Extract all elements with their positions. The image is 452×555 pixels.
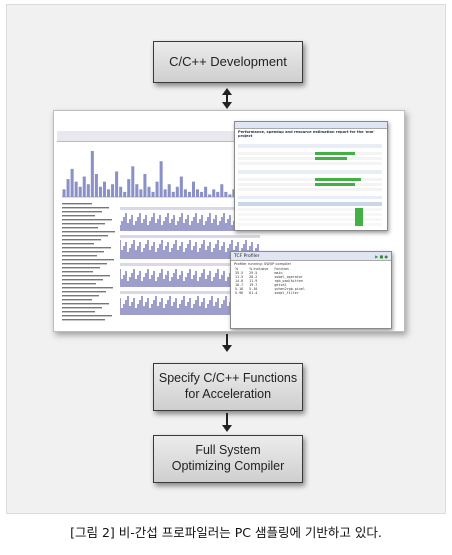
profiler-col-function: Function [274,267,289,271]
profiler-title: TCF Profiler [234,253,260,259]
histogram-bar [183,189,187,197]
flow-box-compiler: Full System Optimizing Compiler [153,435,303,483]
histogram-bar [171,191,175,197]
histogram-bar [111,184,115,197]
table-row: 5.96 61.4 sobel_filter [232,291,308,295]
histogram-bar [155,181,159,197]
row-inclusive: 29.5 [249,271,258,275]
flow-box-specify-line1: Specify C/C++ Functions [158,371,298,386]
table-row: 14.8 11.9 rgb_pad/kitten [232,279,308,283]
report-bars [238,144,382,227]
histogram-bar [228,194,232,197]
flow-box-specify-line2: for Acceleration [184,387,272,401]
profiler-window: TCF Profiler ▶ ■ ● Profiler running: SW/… [230,251,392,329]
row-pct: 10.7 [235,283,244,287]
profiler-table: % % Inclusive Function 35.5 29.5 main 11… [232,267,308,295]
table-row: 11.5 28.2 sobel_operator [232,275,308,279]
histogram-bar [135,184,139,197]
histogram-bar [107,189,111,197]
histogram-bar [86,184,90,197]
histogram-bar [208,194,212,197]
row-function: sobel_filter [274,291,299,295]
figure-caption: [그림 2] 비-간섭 프로파일러는 PC 샘플링에 기반하고 있다. [70,525,382,540]
histogram-bar [167,184,171,197]
histogram-bar [119,186,123,197]
profiler-col-pct: % [235,267,239,271]
histogram-bar [143,174,147,197]
flow-box-development: C/C++ Development [153,41,303,83]
histogram-bar [216,191,220,197]
histogram-bar [224,191,228,197]
histogram-bar [163,189,167,197]
histogram-bar [147,186,151,197]
screenshot-tab-bar [57,131,317,142]
histogram-bar [232,189,236,197]
profiler-subtitle: Profiler running: SW/IP compiler [234,262,292,266]
row-inclusive: 11.9 [249,279,258,283]
histogram-bar [220,184,224,197]
row-function: yuhen2rgb.pixel [274,287,306,291]
profiler-toolbar-icons: ▶ ■ ● [375,253,388,259]
row-function: rgb_pad/kitten [274,279,303,283]
histogram-bar [123,191,127,197]
histogram-bar [196,189,200,197]
row-pct: 14.8 [235,279,244,283]
event-log-text [62,203,120,323]
histogram-bar [159,161,163,197]
histogram-bar [70,168,74,197]
histogram-bar [191,181,195,197]
histogram-bar [179,176,183,197]
row-inclusive: 19.7 [249,283,258,287]
row-function: main [274,271,283,275]
row-pct: 5.16 [235,287,244,291]
histogram-bar [74,181,78,197]
profiler-col-inclusive: % Inclusive [249,267,269,271]
flow-box-compiler-line2: Optimizing Compiler [171,459,285,473]
histogram-bar [78,186,82,197]
histogram-bar [204,186,208,197]
profiler-table-header: % % Inclusive Function [232,267,308,271]
row-pct: 11.5 [235,275,244,279]
flow-box-compiler-line1: Full System [195,443,261,458]
table-row: 35.5 29.5 main [232,271,308,275]
histogram-bar [102,181,106,197]
histogram-bar [62,189,66,197]
table-row: 5.16 5.10 yuhen2rgb.pixel [232,287,308,291]
histogram-bar [90,151,94,197]
histogram-bar [98,186,102,197]
histogram-bar [94,174,98,197]
row-inclusive: 61.4 [249,291,258,295]
row-inclusive: 28.2 [249,275,258,279]
histogram-bar [82,176,86,197]
sample-histogram [62,151,240,198]
histogram-bar [187,191,191,197]
histogram-bar [66,179,70,197]
histogram-bar [131,166,135,197]
row-function: sobel_operator [274,275,303,279]
event-log-lines [62,203,115,321]
row-inclusive: 5.10 [249,287,258,291]
flow-box-development-label: C/C++ Development [169,53,287,69]
histogram-bar [151,191,155,197]
report-title: Performance, speedup and resource estima… [238,130,375,138]
histogram-bar [127,179,131,197]
histogram-bar [175,186,179,197]
histogram-bar [212,189,216,197]
row-pct: 5.96 [235,291,244,295]
histogram-bar [139,189,143,197]
flow-box-specify-functions: Specify C/C++ Functions for Acceleration [153,363,303,411]
row-pct: 35.5 [235,271,244,275]
table-row: 10.7 19.7 getval [232,283,308,287]
profiler-screenshot: Performance, speedup and resource estima… [53,110,405,332]
row-function: getval [274,283,287,287]
histogram-bar [115,171,119,197]
histogram-bar [200,191,204,197]
performance-report-window: Performance, speedup and resource estima… [234,121,388,231]
